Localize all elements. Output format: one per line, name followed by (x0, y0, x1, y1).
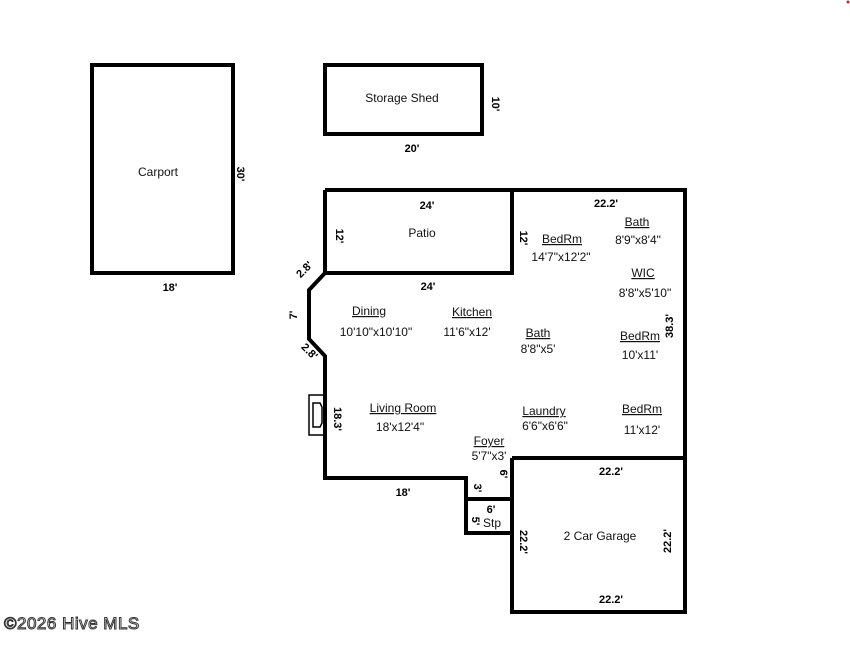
fireplace-icon (308, 394, 326, 436)
dining-name: Dining (352, 304, 386, 318)
angle-side-dim: 7' (288, 310, 300, 319)
house-outer-wall (325, 188, 687, 614)
living-name: Living Room (370, 401, 437, 415)
shed-depth-dim: 10' (489, 97, 501, 112)
patio-bottom-dim: 24' (421, 281, 436, 293)
carport-width-dim: 18' (163, 282, 178, 294)
bed-master-size: 14'7"x12'2" (531, 250, 590, 264)
laundry-size: 6'6"x6'6" (522, 419, 568, 433)
bed-3-name: BedRm (622, 402, 662, 416)
bed-2-size: 10'x11' (622, 348, 658, 362)
bed-master-name: BedRm (542, 232, 582, 246)
shed-label: Storage Shed (365, 91, 438, 105)
carport-outline (90, 63, 235, 275)
step-side-dim: 5' (469, 517, 481, 526)
wic-size: 8'8"x5'10" (619, 286, 671, 300)
step-top-dim: 6' (487, 504, 496, 516)
garage-left-dim: 22.2' (517, 530, 529, 554)
living-size: 18'x12'4" (376, 420, 424, 434)
watermark: ©2026 Hive MLS (4, 614, 140, 633)
wic-name: WIC (631, 266, 655, 280)
patio-outline (323, 190, 514, 275)
patio-label: Patio (408, 226, 436, 240)
garage-label: 2 Car Garage (564, 529, 637, 543)
house-top-right-dim: 22.2' (594, 198, 618, 210)
garage-bottom-dim: 22.2' (599, 594, 623, 606)
step-label: Stp (483, 516, 501, 530)
garage-top-dim: 22.2' (599, 466, 623, 478)
foyer-name: Foyer (474, 434, 505, 448)
house-right-dim: 38.3' (664, 314, 676, 338)
patio-right-dim: 12' (517, 231, 529, 246)
bed-3-size: 11'x12' (624, 423, 660, 437)
foyer-size: 5'7"x3' (472, 449, 507, 463)
angle-upper-dim: 2.8' (294, 259, 315, 280)
bed-2-name: BedRm (620, 329, 660, 343)
kitchen-name: Kitchen (452, 305, 492, 319)
carport-label: Carport (138, 165, 179, 179)
dining-size: 10'10"x10'10" (340, 325, 413, 339)
foyer-side-lower-dim: 3' (471, 484, 483, 493)
bath-center-size: 8'8"x5' (521, 342, 556, 356)
carport-depth-dim: 30' (234, 167, 246, 182)
bath-master-size: 8'9"x8'4" (615, 233, 661, 247)
bath-center-name: Bath (526, 326, 551, 340)
garage-right-dim: 22.2' (662, 529, 674, 553)
living-left-dim: 18.3' (331, 407, 343, 431)
shed-outline (323, 63, 484, 136)
patio-left-dim: 12' (333, 229, 345, 244)
house-bottom-dim: 18' (396, 487, 411, 499)
patio-top-dim: 24' (420, 200, 435, 212)
laundry-name: Laundry (522, 404, 565, 418)
corner-dot (846, 0, 850, 4)
foyer-side-upper-dim: 6' (497, 470, 509, 479)
kitchen-size: 11'6"x12' (443, 325, 490, 339)
shed-width-dim: 20' (405, 143, 420, 155)
fireplace-hearth (312, 402, 323, 428)
bath-master-name: Bath (625, 215, 650, 229)
